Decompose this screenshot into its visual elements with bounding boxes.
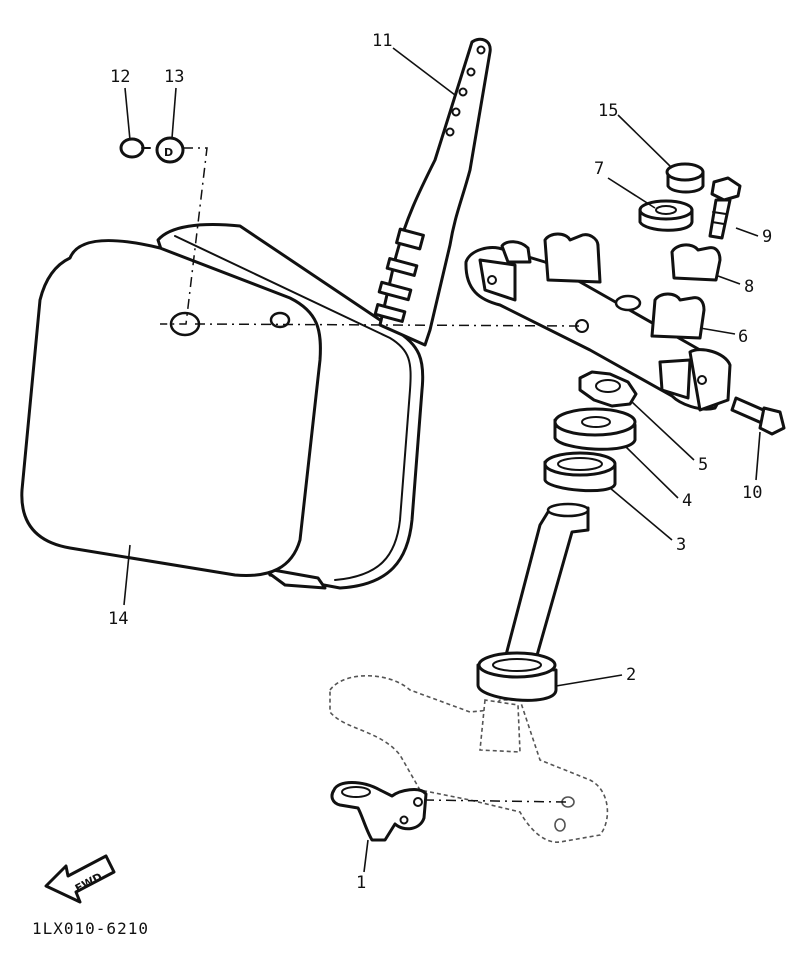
washer-13: D	[155, 136, 185, 164]
callout-13: 13	[164, 67, 184, 87]
callout-9: 9	[762, 227, 772, 247]
bearing-3	[543, 451, 617, 493]
bolt-12	[119, 137, 151, 159]
callout-8: 8	[744, 277, 754, 297]
plate-stay-11	[373, 37, 492, 347]
callout-4: 4	[682, 491, 692, 511]
forward-arrow-icon: FWD	[44, 854, 116, 904]
callout-15: 15	[598, 101, 618, 121]
cable-guide-1	[330, 781, 428, 842]
callout-1: 1	[356, 873, 366, 893]
callout-2: 2	[626, 665, 636, 685]
leader-lines	[123, 47, 761, 873]
flange-nut-7	[638, 199, 694, 232]
cap-15	[665, 162, 705, 194]
steering-stem	[498, 502, 590, 682]
bolt-10	[730, 396, 786, 436]
ring-nut-5	[578, 370, 638, 408]
under-bracket-outline	[329, 674, 609, 843]
upper-bracket-6	[464, 232, 732, 412]
plate-bracket-hole	[269, 311, 291, 329]
handlebar-holder-8	[670, 243, 722, 282]
bearing-2	[476, 651, 558, 702]
diagram-code: 1LX010-6210	[32, 919, 149, 938]
callout-6: 6	[738, 327, 748, 347]
callout-5: 5	[698, 455, 708, 475]
alignment-lines	[160, 147, 581, 803]
bolt-9	[708, 176, 742, 240]
callout-3: 3	[676, 535, 686, 555]
bearing-cover-4	[553, 407, 637, 451]
callout-10: 10	[742, 483, 762, 503]
callouts: 11 12 13 15 7 9 8 6 5 4 3 10 2 14 1	[108, 31, 772, 893]
svg-text:D: D	[164, 146, 173, 159]
callout-7: 7	[594, 159, 604, 179]
callout-11: 11	[372, 31, 392, 51]
callout-12: 12	[110, 67, 130, 87]
callout-14: 14	[108, 609, 128, 629]
number-plate-14	[20, 223, 425, 590]
